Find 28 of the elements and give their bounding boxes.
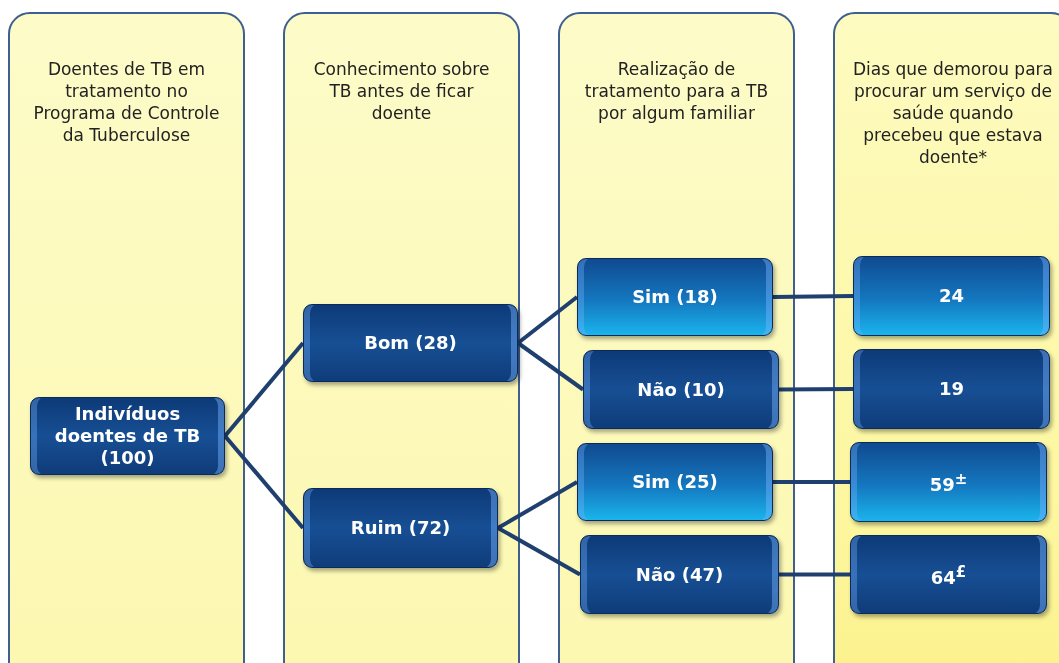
category-box: 24 (853, 256, 1050, 336)
connector-line (773, 480, 850, 484)
category-box: Indivíduos doentes de TB (100) (30, 397, 225, 475)
connector-line (223, 341, 305, 438)
connector-line (772, 294, 854, 299)
connector-line (497, 526, 581, 577)
category-box: Bom (28) (303, 304, 518, 382)
column-heading: Realização de tratamento para a TB por algum familiar (583, 58, 770, 124)
connector-line (779, 572, 850, 577)
category-box: 19 (853, 349, 1050, 429)
connector-line (779, 387, 853, 392)
connector-line (516, 341, 585, 392)
category-box: Ruim (72) (303, 488, 498, 568)
connector-line (223, 434, 305, 530)
category-box: Não (10) (583, 350, 779, 429)
category-box: Sim (18) (577, 258, 773, 336)
column-panel (558, 12, 795, 663)
column-panel (833, 12, 1059, 663)
column-panel (283, 12, 520, 663)
connector-line (516, 295, 579, 345)
category-box: Sim (25) (577, 443, 773, 521)
column-heading: Conhecimento sobre TB antes de ficar doente (312, 58, 491, 124)
column-heading: Doentes de TB em tratamento no Programa de Controle da Tuberculose (32, 58, 221, 146)
column-panel (8, 12, 245, 663)
category-box: Não (47) (580, 535, 779, 614)
column-heading: Dias que demorou para procurar um serviço de saúde quando precebeu que estava doente* (853, 58, 1053, 168)
category-box: 64$^{£}$ (850, 535, 1047, 614)
category-box: 59$^{±}$ (850, 442, 1047, 522)
